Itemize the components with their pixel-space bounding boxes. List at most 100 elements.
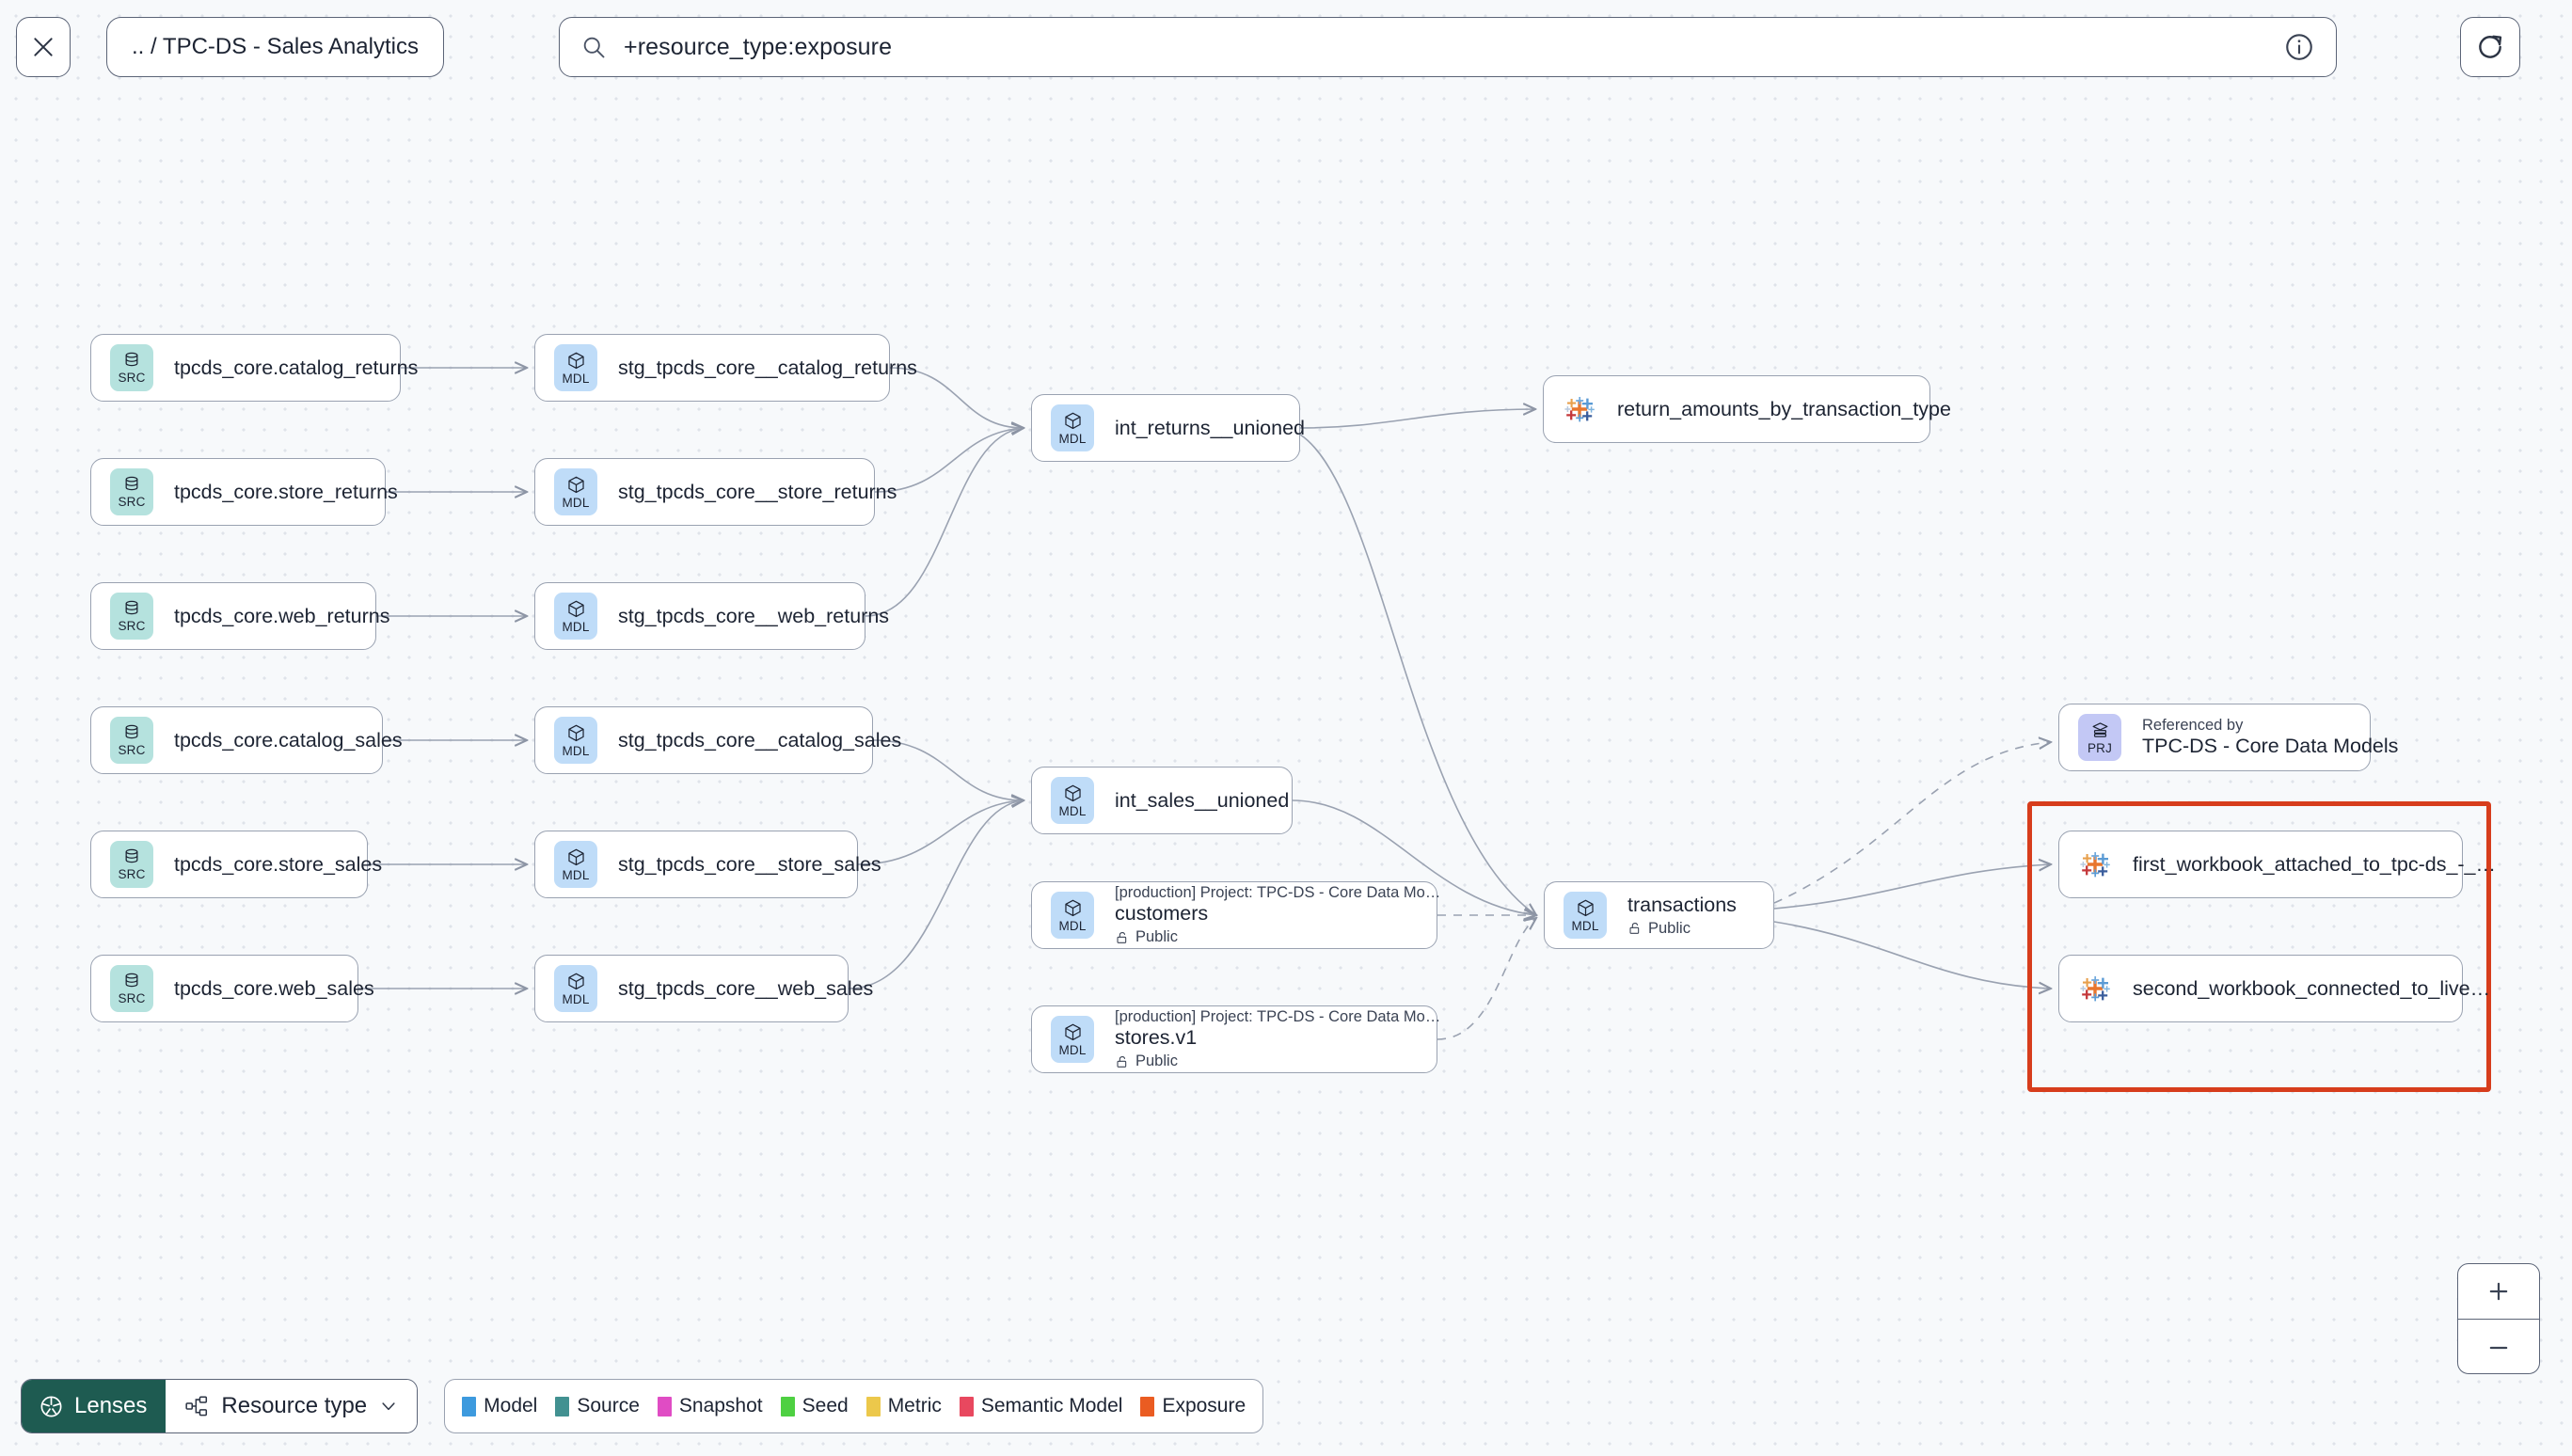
node-title: int_sales__unioned	[1115, 788, 1290, 812]
resource-type-dropdown[interactable]: Resource type	[166, 1380, 418, 1432]
graph-node-transactions[interactable]: MDL transactions Public	[1544, 881, 1774, 949]
graph-node-stg_catalog_sales[interactable]: MDL stg_tpcds_core__catalog_sales	[534, 706, 901, 774]
node-type-badge-prj: PRJ	[2078, 714, 2121, 761]
legend-label: Snapshot	[678, 1395, 763, 1416]
legend-label: Metric	[887, 1395, 942, 1416]
top-toolbar: .. / TPC-DS - Sales Analytics +resource_…	[0, 0, 2572, 111]
search-input[interactable]: +resource_type:exposure	[559, 17, 2337, 77]
graph-node-stg_store_returns[interactable]: MDL stg_tpcds_core__store_returns	[534, 458, 897, 526]
graph-node-second_workbook[interactable]: second_workbook_connected_to_live…	[2058, 955, 2491, 1022]
exposure-tableau-icon	[2080, 976, 2110, 1002]
badge-label: SRC	[118, 371, 146, 386]
refresh-button[interactable]	[2460, 17, 2520, 77]
graph-node-int_sales_unioned[interactable]: MDL int_sales__unioned	[1031, 767, 1293, 834]
search-input-value: +resource_type:exposure	[624, 33, 893, 60]
cube-icon	[567, 476, 584, 493]
legend-label: Seed	[802, 1395, 849, 1416]
graph-node-src_catalog_sales[interactable]: SRC tpcds_core.catalog_sales	[90, 706, 403, 774]
legend-swatch	[657, 1396, 672, 1416]
badge-label: MDL	[1058, 431, 1087, 446]
node-body: tpcds_core.web_sales	[174, 977, 374, 1001]
zoom-in-button[interactable]	[2458, 1264, 2539, 1320]
legend-item-semantic-model[interactable]: Semantic Model	[959, 1395, 1122, 1417]
cube-icon	[1064, 899, 1081, 916]
legend-swatch	[780, 1396, 795, 1416]
node-body: stg_tpcds_core__store_returns	[618, 480, 897, 504]
node-type-badge-mdl: MDL	[554, 344, 597, 391]
node-title: first_workbook_attached_to_tpc-ds_-_…	[2133, 852, 2497, 876]
node-body: stg_tpcds_core__catalog_returns	[618, 356, 917, 380]
node-type-badge-mdl: MDL	[554, 965, 597, 1012]
graph-node-stg_store_sales[interactable]: MDL stg_tpcds_core__store_sales	[534, 831, 881, 898]
node-title: stg_tpcds_core__web_sales	[618, 976, 874, 1000]
node-privacy-label: Public	[1648, 919, 1691, 937]
lenses-button[interactable]: Lenses	[22, 1380, 167, 1432]
graph-node-int_returns_unioned[interactable]: MDL int_returns__unioned	[1031, 394, 1305, 462]
database-icon	[125, 849, 138, 863]
refresh-icon	[2479, 35, 2502, 58]
node-title: TPC-DS - Core Data Models	[2142, 735, 2399, 757]
graph-node-customers[interactable]: MDL [production] Project: TPC-DS - Core …	[1031, 881, 1440, 949]
database-icon	[125, 353, 138, 367]
legend-item-snapshot[interactable]: Snapshot	[657, 1395, 763, 1417]
node-privacy-label: Public	[1135, 1052, 1178, 1069]
graph-node-stores_v1[interactable]: MDL [production] Project: TPC-DS - Core …	[1031, 1005, 1440, 1073]
badge-label: SRC	[118, 991, 146, 1006]
graph-node-stg_catalog_returns[interactable]: MDL stg_tpcds_core__catalog_returns	[534, 334, 917, 402]
graph-node-first_workbook[interactable]: first_workbook_attached_to_tpc-ds_-_…	[2058, 831, 2497, 898]
graph-node-src_web_returns[interactable]: SRC tpcds_core.web_returns	[90, 582, 389, 650]
graph-node-src_store_sales[interactable]: SRC tpcds_core.store_sales	[90, 831, 382, 898]
node-title: second_workbook_connected_to_live…	[2133, 976, 2491, 1000]
node-title: stg_tpcds_core__catalog_returns	[618, 356, 917, 379]
node-body: transactions Public	[1627, 894, 1737, 938]
badge-label: SRC	[118, 495, 146, 510]
legend-item-source[interactable]: Source	[555, 1395, 640, 1417]
node-title: tpcds_core.store_returns	[174, 480, 398, 503]
node-type-badge-mdl: MDL	[1051, 777, 1094, 824]
unlock-icon	[1629, 923, 1640, 934]
badge-label: MDL	[1058, 918, 1087, 933]
node-body: stg_tpcds_core__web_sales	[618, 976, 874, 1001]
database-icon	[125, 601, 138, 615]
badge-label: MDL	[1058, 803, 1087, 818]
graph-node-stg_web_sales[interactable]: MDL stg_tpcds_core__web_sales	[534, 955, 874, 1022]
node-privacy: Public	[1115, 928, 1437, 946]
node-type-badge-src: SRC	[110, 717, 153, 764]
info-button[interactable]	[2283, 31, 2315, 63]
node-title: stg_tpcds_core__store_returns	[618, 480, 897, 503]
node-body: [production] Project: TPC-DS - Core Data…	[1115, 884, 1440, 946]
node-body: stg_tpcds_core__catalog_sales	[618, 729, 901, 752]
hierarchy-icon	[185, 1396, 208, 1416]
legend-item-metric[interactable]: Metric	[865, 1395, 942, 1417]
cube-icon	[567, 724, 584, 741]
node-body: second_workbook_connected_to_live…	[2133, 976, 2491, 1001]
legend-item-seed[interactable]: Seed	[780, 1395, 849, 1417]
unlock-icon	[1117, 931, 1127, 943]
database-icon	[125, 725, 138, 739]
cube-icon	[567, 973, 584, 989]
zoom-out-button[interactable]	[2458, 1320, 2539, 1373]
node-privacy: Public	[1627, 920, 1737, 938]
legend-item-exposure[interactable]: Exposure	[1140, 1395, 1246, 1417]
badge-label: SRC	[118, 619, 146, 634]
cube-icon	[1577, 899, 1594, 916]
legend-item-model[interactable]: Model	[462, 1395, 537, 1417]
graph-node-stg_web_returns[interactable]: MDL stg_tpcds_core__web_returns	[534, 582, 889, 650]
node-body: stg_tpcds_core__web_returns	[618, 605, 889, 628]
graph-node-src_store_returns[interactable]: SRC tpcds_core.store_returns	[90, 458, 398, 526]
node-body: tpcds_core.web_returns	[174, 605, 389, 628]
node-title: transactions	[1627, 893, 1737, 916]
badge-label: MDL	[562, 867, 590, 882]
graph-node-src_catalog_returns[interactable]: SRC tpcds_core.catalog_returns	[90, 334, 418, 402]
breadcrumb-button[interactable]: .. / TPC-DS - Sales Analytics	[106, 17, 444, 77]
graph-node-src_web_sales[interactable]: SRC tpcds_core.web_sales	[90, 955, 374, 1022]
node-body: tpcds_core.store_sales	[174, 853, 382, 877]
graph-node-return_amounts[interactable]: return_amounts_by_transaction_type	[1543, 375, 1951, 443]
node-body: tpcds_core.catalog_returns	[174, 356, 418, 380]
close-button[interactable]	[16, 17, 71, 77]
lenses-label: Lenses	[74, 1393, 148, 1418]
